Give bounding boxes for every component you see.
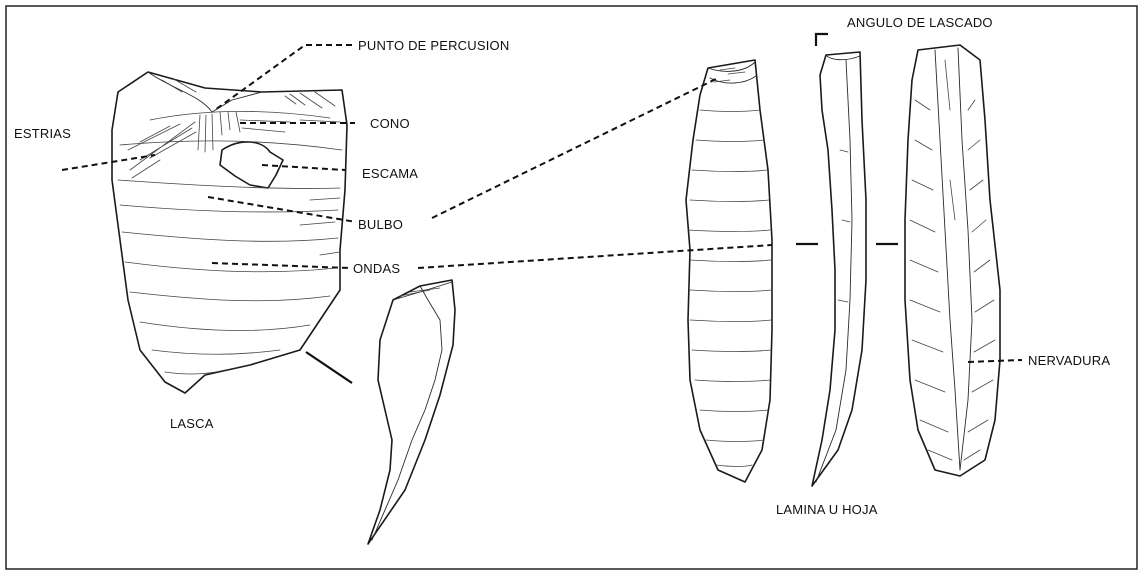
- lasca-side-view: [368, 280, 455, 544]
- lasca-section-mark: [306, 352, 352, 383]
- angulo-de-lascado-bracket: [816, 34, 828, 46]
- label-angulo-de-lascado: ANGULO DE LASCADO: [847, 15, 993, 30]
- diagram-border: [6, 6, 1137, 569]
- label-escama: ESCAMA: [362, 166, 418, 181]
- label-ondas: ONDAS: [353, 261, 400, 276]
- label-punto-de-percusion: PUNTO DE PERCUSION: [358, 38, 509, 53]
- leader-escama: [262, 165, 345, 170]
- lamina-dorsal-view: [905, 45, 1000, 476]
- lamina-side-view: [812, 52, 866, 486]
- label-bulbo: BULBO: [358, 217, 403, 232]
- label-estrias: ESTRIAS: [14, 126, 71, 141]
- leader-ondas: [212, 263, 350, 268]
- label-cono: CONO: [370, 116, 410, 131]
- label-lamina-u-hoja: LAMINA U HOJA: [776, 502, 878, 517]
- lasca-flake-drawing: [112, 72, 347, 393]
- lamina-front-view: [686, 60, 772, 482]
- leader-nervadura: [968, 360, 1022, 362]
- leader-estrias: [62, 155, 155, 170]
- label-nervadura: NERVADURA: [1028, 353, 1110, 368]
- leader-lines: [62, 34, 1022, 383]
- leader-ondas-blade: [418, 245, 772, 268]
- label-lasca: LASCA: [170, 416, 214, 431]
- leader-bulbo-blade: [432, 78, 718, 218]
- leader-bulbo: [208, 197, 356, 222]
- leader-punto-de-percusion: [215, 45, 352, 110]
